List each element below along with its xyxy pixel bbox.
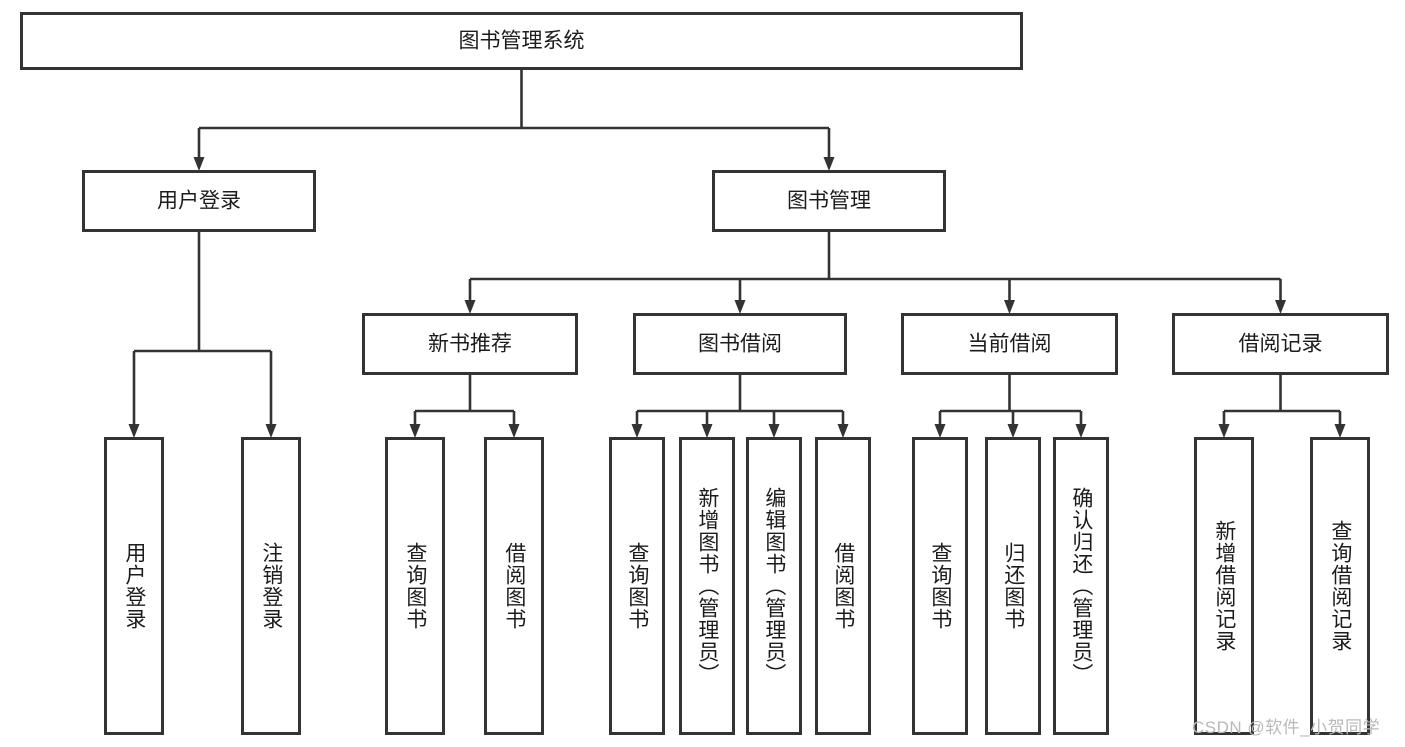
connector-arrowhead xyxy=(701,424,713,438)
connector-arrowhead xyxy=(1218,424,1230,438)
connector-arrowhead xyxy=(128,424,140,438)
node-label-book-borrow: 图书借阅 xyxy=(698,333,782,356)
connector-arrowhead xyxy=(409,424,421,438)
connector-arrowhead xyxy=(1334,424,1346,438)
connector-arrowhead xyxy=(934,424,946,438)
node-box-leaf-edit-book[interactable] xyxy=(746,437,802,735)
node-box-leaf-user-logout[interactable] xyxy=(241,437,301,735)
node-label-book-manage: 图书管理 xyxy=(787,190,871,213)
node-box-leaf-query-book-3[interactable] xyxy=(912,437,968,735)
connector-arrowhead xyxy=(508,424,520,438)
connector-layer xyxy=(128,70,1346,438)
connector-arrowhead xyxy=(631,424,643,438)
connector-arrowhead xyxy=(837,424,849,438)
node-box-leaf-add-record[interactable] xyxy=(1194,437,1254,735)
node-label-new-book-rec: 新书推荐 xyxy=(428,333,512,356)
node-label-user-login: 用户登录 xyxy=(157,190,241,213)
connector-arrowhead xyxy=(768,424,780,438)
connector-arrowhead xyxy=(1004,300,1015,314)
connector-arrowhead xyxy=(1007,424,1019,438)
node-box-leaf-add-book[interactable] xyxy=(679,437,735,735)
connector-arrowhead xyxy=(823,157,835,171)
connector-arrowhead xyxy=(265,424,277,438)
connector-arrowhead xyxy=(734,300,746,314)
node-label-borrow-record: 借阅记录 xyxy=(1239,333,1323,356)
node-box-root[interactable] xyxy=(20,12,1023,70)
node-box-leaf-borrow-book-1[interactable] xyxy=(484,437,544,735)
node-box-user-login[interactable] xyxy=(82,170,316,232)
node-box-leaf-return-book[interactable] xyxy=(985,437,1041,735)
node-box-book-borrow[interactable] xyxy=(633,313,847,375)
connector-arrowhead xyxy=(1075,424,1087,438)
node-box-leaf-borrow-book-2[interactable] xyxy=(815,437,871,735)
node-box-new-book-rec[interactable] xyxy=(362,313,578,375)
node-box-current-borrow[interactable] xyxy=(901,313,1118,375)
node-box-leaf-query-record[interactable] xyxy=(1310,437,1370,735)
connector-arrowhead xyxy=(193,157,205,171)
connector-arrowhead xyxy=(464,300,476,314)
connector-arrowhead xyxy=(1275,300,1286,314)
node-box-borrow-record[interactable] xyxy=(1172,313,1389,375)
node-label-current-borrow: 当前借阅 xyxy=(968,333,1052,356)
watermark: CSDN @软件_小贺同学 xyxy=(1192,718,1381,737)
node-label-root: 图书管理系统 xyxy=(459,30,585,53)
node-box-book-manage[interactable] xyxy=(712,170,946,232)
box-layer xyxy=(20,12,1389,735)
node-box-leaf-query-book-1[interactable] xyxy=(385,437,445,735)
node-box-leaf-query-book-2[interactable] xyxy=(609,437,665,735)
node-box-leaf-user-login[interactable] xyxy=(104,437,164,735)
node-box-leaf-confirm-return[interactable] xyxy=(1053,437,1109,735)
